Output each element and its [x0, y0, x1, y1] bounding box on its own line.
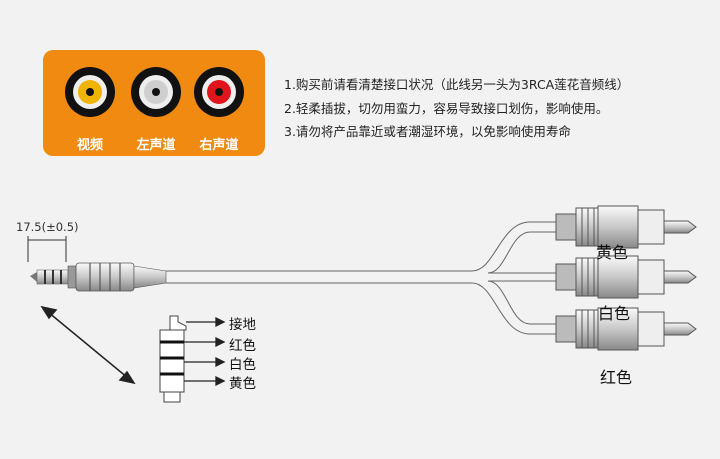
video-port-label: 视频	[76, 138, 103, 153]
left-audio-port-icon	[131, 67, 181, 117]
rca-plug-white	[555, 255, 697, 299]
left-audio-port-label: 左声道	[136, 138, 176, 153]
note-1: 1.购买前请看清楚接口状况（此线另一头为3RCA莲花音频线）	[284, 77, 630, 92]
rca-plug-yellow	[555, 205, 697, 249]
right-audio-port-icon	[194, 67, 244, 117]
rca-plug-red	[555, 307, 697, 351]
dimension-bracket	[27, 236, 67, 262]
dimension-label: 17.5(±0.5)	[16, 220, 79, 234]
note-2: 2.轻柔插拔，切勿用蛮力，容易导致接口划伤，影响使用。	[284, 101, 609, 116]
pin-red-label: 红色	[229, 338, 256, 354]
audio-jack-plug	[30, 262, 167, 292]
note-3: 3.请勿将产品靠近或者潮湿环境，以免影响使用寿命	[284, 124, 571, 139]
trrs-plug-diagram	[159, 315, 187, 403]
pin-yellow-label: 黄色	[229, 376, 256, 392]
double-arrow-icon	[40, 305, 136, 385]
pinout-arrows	[184, 316, 226, 387]
plug-label-white: 白色	[598, 304, 631, 323]
plug-label-red: 红色	[600, 368, 633, 387]
video-port-icon	[65, 67, 115, 117]
cable	[166, 221, 560, 335]
right-audio-port-label: 右声道	[199, 138, 239, 153]
pin-white-label: 白色	[229, 357, 256, 373]
rca-port-panel: 视频 左声道 右声道	[43, 50, 265, 156]
plug-label-yellow: 黄色	[596, 243, 629, 262]
pin-ground-label: 接地	[229, 317, 256, 333]
